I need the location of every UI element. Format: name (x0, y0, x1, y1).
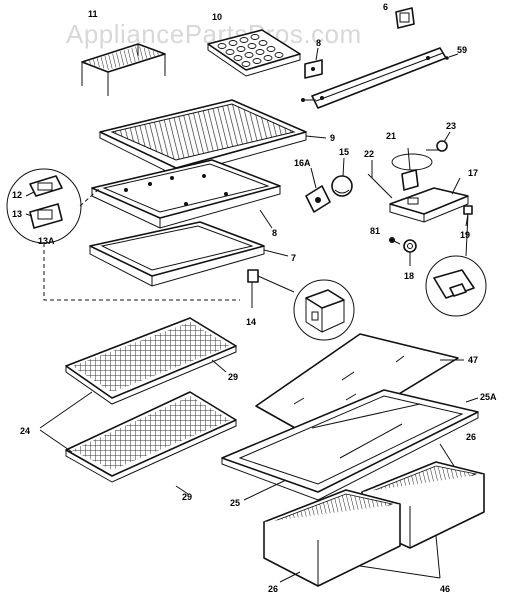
label-25: 25 (230, 498, 240, 508)
label-21: 21 (386, 131, 396, 141)
lamp-socket-part (305, 157, 353, 213)
label-15: 15 (339, 147, 349, 157)
label-6: 6 (383, 2, 388, 12)
label-29-upper: 29 (228, 372, 238, 382)
label-46: 46 (440, 584, 450, 594)
detail-circle-switch (425, 213, 487, 317)
wire-shelf-upper (65, 317, 237, 405)
label-59: 59 (457, 45, 467, 55)
label-29-lower: 29 (182, 492, 192, 502)
wire-shelf-lower (65, 391, 237, 495)
label-23: 23 (446, 121, 456, 131)
label-17: 17 (468, 168, 478, 178)
lower-frame-part (89, 221, 289, 287)
label-16a: 16A (294, 158, 311, 168)
leader-46 (359, 535, 441, 579)
bracket-parts (304, 7, 415, 79)
label-81: 81 (370, 226, 380, 236)
egg-tray-part (207, 29, 301, 77)
label-26-left: 26 (268, 584, 278, 594)
leader-24 (39, 391, 93, 453)
label-13a: 13A (38, 236, 55, 246)
label-10: 10 (212, 12, 222, 22)
label-47: 47 (468, 355, 478, 365)
crisper-drawer-right (361, 443, 485, 549)
part-labels: 11 10 6 8 59 9 21 23 16A 15 22 17 12 13 … (12, 2, 497, 594)
label-26-right: 26 (466, 432, 476, 442)
control-housing-part (389, 177, 469, 223)
wire-rack-part (81, 43, 166, 96)
label-13: 13 (12, 209, 22, 219)
label-18: 18 (404, 271, 414, 281)
label-7: 7 (291, 253, 296, 263)
label-25a: 25A (480, 392, 497, 402)
crisper-drawer-left (263, 489, 401, 587)
label-9: 9 (330, 133, 335, 143)
label-19: 19 (460, 230, 470, 240)
label-11: 11 (88, 9, 98, 19)
label-8-frame: 8 (272, 228, 277, 238)
label-22: 22 (364, 149, 374, 159)
damper-part (247, 269, 355, 341)
switch-parts (367, 131, 451, 199)
shelf-frame-part (91, 159, 281, 229)
label-8-top: 8 (316, 38, 321, 48)
label-24: 24 (20, 426, 30, 436)
detail-circle-bins (6, 168, 240, 301)
door-rail-part (301, 47, 459, 109)
label-12: 12 (12, 190, 22, 200)
crisper-cover-part (221, 389, 479, 501)
label-14: 14 (246, 317, 256, 327)
